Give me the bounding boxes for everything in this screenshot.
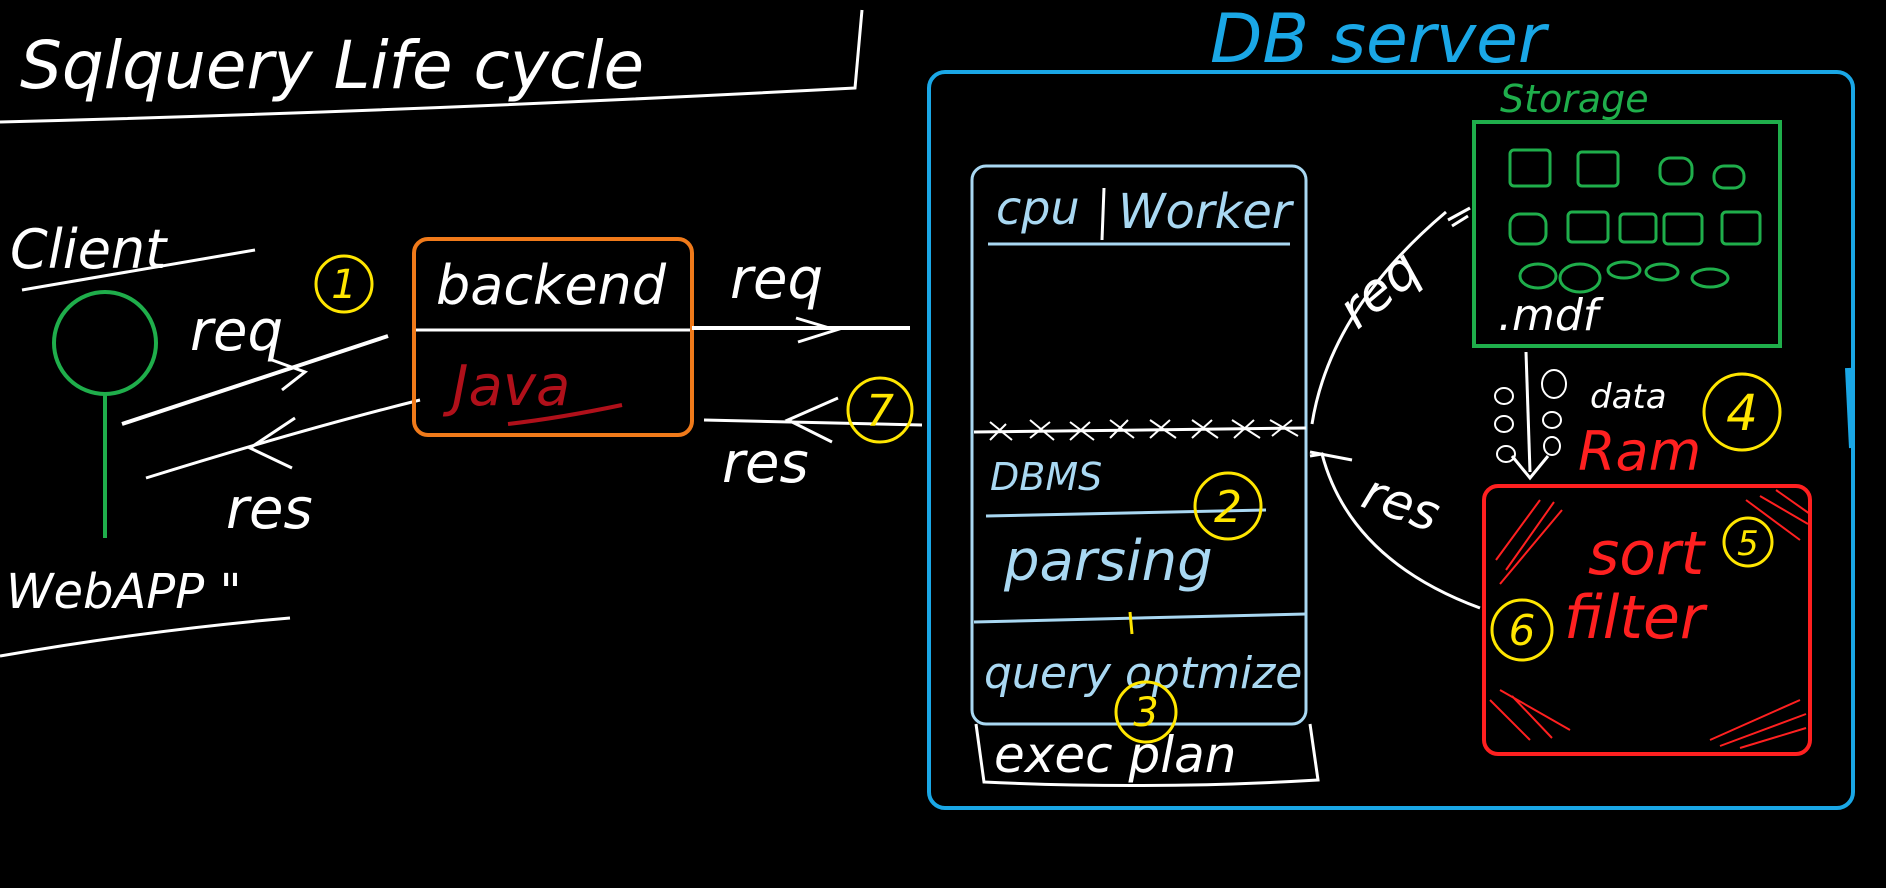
worker-label: Worker <box>1118 184 1295 240</box>
req-arrow-3 <box>1310 210 1447 425</box>
storage-title: Storage <box>1500 77 1649 121</box>
backend-server-edges: req res <box>692 247 923 496</box>
client-backend-edges: req res <box>121 299 421 542</box>
webapp-label: WebAPP " <box>6 564 242 620</box>
step-5-number: 5 <box>1737 524 1759 564</box>
dbms-boundary <box>973 426 1307 434</box>
java-underline <box>507 403 623 426</box>
step-2-number: 2 <box>1214 482 1242 533</box>
page-title: Sqlquery Life cycle <box>20 27 644 104</box>
res-label-3: res <box>1355 462 1448 543</box>
res-arrowhead-3 <box>1309 450 1353 462</box>
res-arrowhead-2 <box>784 396 839 444</box>
parsing-tick <box>1128 611 1134 635</box>
filter-label: filter <box>1564 583 1708 653</box>
req-arrowhead-2 <box>795 316 842 344</box>
parsing-label: parsing <box>1003 529 1213 594</box>
req-arrowhead-1 <box>271 358 309 392</box>
client-group: Client WebAPP " <box>0 218 291 658</box>
ram-frame <box>1482 484 1812 756</box>
cpu-frame <box>970 164 1308 726</box>
optimizer-label: query optmize <box>984 648 1302 699</box>
req-arrowhead-3 <box>1447 206 1471 228</box>
cpu-label: cpu <box>996 181 1080 235</box>
sort-label: sort <box>1588 519 1707 589</box>
title-underline <box>0 9 864 124</box>
data-arrowhead <box>1510 455 1550 481</box>
db-server-mark <box>1845 367 1855 449</box>
ram-hatch-marks <box>1489 489 1811 749</box>
data-dots-icon <box>1494 369 1567 463</box>
res-arrow-2 <box>703 418 923 427</box>
req-label-3: req <box>1327 239 1432 340</box>
step-markers: 1 2 3 4 5 6 7 <box>314 254 1782 744</box>
step-1-marker: 1 <box>314 254 374 314</box>
storage-box: Storage .mdf <box>1472 77 1782 348</box>
storage-frame <box>1472 120 1782 348</box>
backend-box: backend Java <box>412 237 694 437</box>
data-pages-icon <box>1508 148 1762 294</box>
data-label: data <box>1590 377 1667 417</box>
res-label-1: res <box>226 477 313 542</box>
step-4-marker: 4 <box>1702 372 1782 452</box>
parsing-divider <box>973 612 1307 624</box>
res-label-2: res <box>722 431 809 496</box>
cpu-worker-box: cpu Worker DBMS parsing query optmize <box>970 164 1308 726</box>
data-arrow <box>1524 351 1532 473</box>
db-server: DB server cpu Worker DBMS parsing query … <box>927 0 1855 810</box>
dbms-boundary-hatch <box>989 419 1299 441</box>
backend-lang: Java <box>442 354 570 419</box>
ram-box: Ram sort filter <box>1482 420 1812 756</box>
req-arrow-1 <box>121 334 389 426</box>
step-5-marker: 5 <box>1722 516 1774 568</box>
req-label-2: req <box>730 247 823 312</box>
client-underline <box>21 248 256 292</box>
step-3-marker: 3 <box>1114 680 1178 744</box>
step-4-number: 4 <box>1726 384 1758 442</box>
res-arrow-3 <box>1309 452 1481 610</box>
res-arrowhead-1 <box>246 416 296 470</box>
client-head-icon <box>52 290 158 396</box>
step-6-marker: 6 <box>1490 598 1554 662</box>
data-flow: data <box>1494 351 1667 481</box>
step-2-marker: 2 <box>1193 471 1263 541</box>
title-group: Sqlquery Life cycle <box>0 9 864 124</box>
dbms-divider <box>985 508 1267 518</box>
exec-plan-box: exec plan <box>974 723 1320 788</box>
step-1-number: 1 <box>331 262 356 308</box>
worker-edges: req res <box>1309 206 1481 610</box>
cpu-worker-separator <box>1100 187 1106 241</box>
step-3-number: 3 <box>1133 690 1158 736</box>
exec-plan-frame <box>974 723 1320 788</box>
backend-frame <box>412 237 694 437</box>
backend-title: backend <box>436 254 667 317</box>
webapp-underline <box>0 616 291 658</box>
step-6-number: 6 <box>1509 606 1536 655</box>
res-arrow-1 <box>145 398 421 480</box>
step-7-number: 7 <box>866 386 894 437</box>
client-label: Client <box>10 218 168 281</box>
mdf-label: .mdf <box>1498 290 1605 341</box>
req-label-1: req <box>190 299 283 364</box>
db-server-title: DB server <box>1210 0 1550 79</box>
step-7-marker: 7 <box>846 376 914 444</box>
dbms-label: DBMS <box>990 455 1102 499</box>
ram-title: Ram <box>1578 420 1701 483</box>
exec-plan-label: exec plan <box>994 726 1236 784</box>
